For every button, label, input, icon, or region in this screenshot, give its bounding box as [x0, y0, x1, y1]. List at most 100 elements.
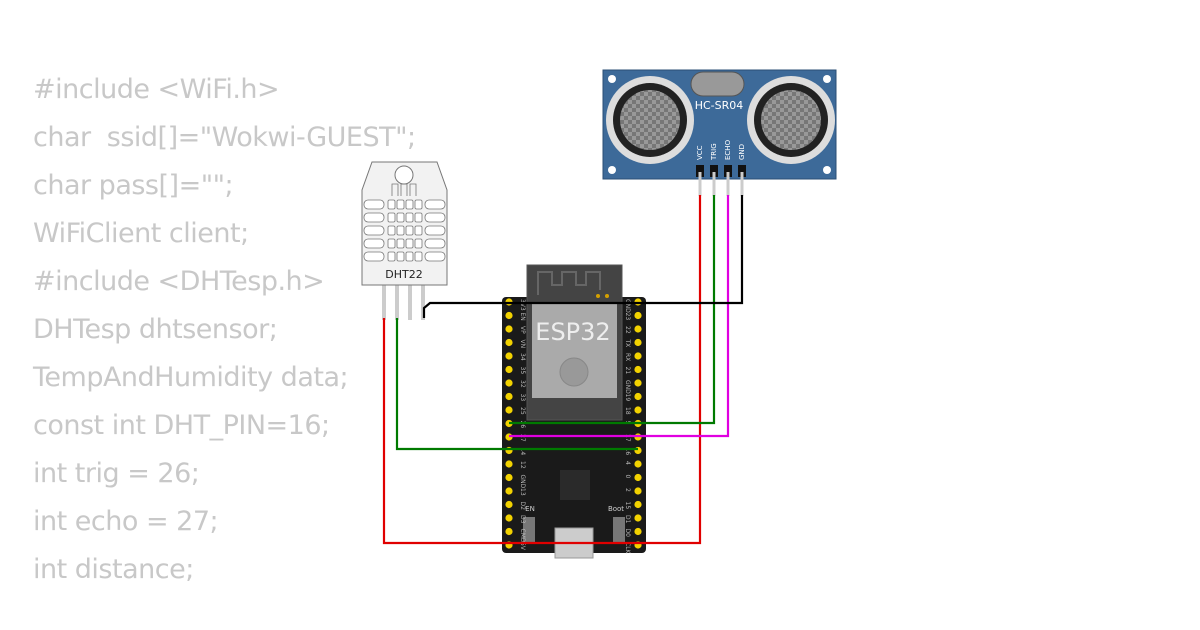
pin-label: 23: [624, 313, 631, 321]
pin-label: GND: [624, 299, 631, 313]
pin-GND[interactable]: [505, 473, 513, 482]
pin-32[interactable]: [505, 379, 513, 387]
hc-pin-label: ECHO: [724, 139, 732, 160]
pin-label: 15: [624, 502, 631, 510]
pin-25[interactable]: [505, 406, 513, 414]
pin-label: RX: [624, 353, 631, 361]
pin-label: CLK: [624, 542, 631, 555]
pin-label: 14: [519, 448, 526, 456]
pin-RX[interactable]: [634, 352, 642, 360]
pin-label: 18: [624, 407, 631, 415]
pin-label: VN: [519, 340, 526, 349]
pin-33[interactable]: [505, 392, 513, 401]
pin-34[interactable]: [505, 352, 513, 360]
dht22-sensor[interactable]: DHT22: [361, 161, 448, 320]
pin-D1[interactable]: [634, 514, 642, 522]
code-line: int trig = 26;: [33, 458, 200, 489]
pin-22[interactable]: [634, 325, 642, 333]
pin-label: 2: [624, 488, 631, 492]
pin-label: 12: [519, 461, 526, 469]
hc-sr04-label: HC-SR04: [695, 99, 744, 112]
pin-label: 21: [624, 367, 631, 375]
pin-18[interactable]: [634, 406, 642, 414]
hc-pin-label: GND: [738, 144, 746, 160]
wires: [382, 195, 744, 545]
pin-35[interactable]: [505, 365, 513, 374]
wire-gnd[interactable]: [422, 195, 744, 318]
pin-label: 5V: [519, 542, 526, 551]
pin-4[interactable]: [634, 460, 642, 468]
pin-CMD[interactable]: [505, 527, 513, 536]
transducer-left: [606, 76, 694, 164]
wire-trig[interactable]: [509, 195, 716, 425]
code-line: char pass[]="";: [33, 170, 234, 201]
pin-label: 33: [519, 394, 526, 402]
pin-VN[interactable]: [505, 338, 513, 347]
pin-label: GND: [519, 475, 526, 489]
code-line: int distance;: [33, 554, 194, 585]
code-line: DHTesp dhtsensor;: [33, 314, 278, 345]
code-line: TempAndHumidity data;: [33, 362, 349, 393]
pin-23[interactable]: [634, 311, 642, 320]
pin-0[interactable]: [634, 473, 642, 482]
pin-label: D2: [519, 502, 526, 511]
pin-15[interactable]: [634, 500, 642, 509]
pin-label: 3V3: [519, 299, 526, 311]
code-line: char ssid[]="Wokwi-GUEST";: [33, 122, 416, 153]
pin-D3[interactable]: [505, 514, 513, 522]
code-line: int echo = 27;: [33, 506, 219, 537]
boot-button[interactable]: [613, 517, 625, 543]
hc-sr04-sensor[interactable]: HC-SR04 VCC TRIG ECHO GND: [602, 69, 837, 196]
pin-19[interactable]: [634, 392, 642, 401]
pin-VP[interactable]: [505, 325, 513, 333]
pin-label: TX: [624, 339, 631, 348]
code-line: WiFiClient client;: [33, 218, 249, 249]
wire-vcc[interactable]: [382, 195, 702, 545]
esp32-label: ESP32: [535, 318, 610, 346]
pin-D2[interactable]: [505, 500, 513, 509]
pin-label: 25: [519, 407, 526, 415]
pin-label: 16: [624, 448, 631, 456]
pin-label: 34: [519, 353, 526, 361]
pin-21[interactable]: [634, 365, 642, 374]
pin-label: 0: [624, 475, 631, 479]
code-line: #include <WiFi.h>: [33, 74, 280, 105]
pin-label: D1: [624, 515, 631, 524]
en-label: EN: [525, 505, 535, 513]
pin-D0[interactable]: [634, 527, 642, 536]
code-line: #include <DHTesp.h>: [33, 266, 325, 297]
pin-label: VP: [519, 326, 526, 334]
pin-label: D0: [624, 529, 631, 538]
pin-EN[interactable]: [505, 311, 513, 320]
code-line: const int DHT_PIN=16;: [33, 410, 330, 441]
pin-TX[interactable]: [634, 338, 642, 347]
pin-12[interactable]: [505, 460, 513, 468]
dht22-label: DHT22: [385, 268, 422, 281]
pin-label: 22: [624, 326, 631, 334]
pin-label: 19: [624, 394, 631, 402]
hc-pin-label: TRIG: [710, 143, 718, 161]
pin-label: 26: [519, 421, 526, 429]
pin-label: 4: [624, 461, 631, 465]
pin-label: GND: [624, 380, 631, 394]
pin-label: 13: [519, 488, 526, 496]
boot-label: Boot: [608, 505, 624, 513]
pin-label: EN: [519, 313, 526, 321]
hc-pin-label: VCC: [696, 145, 704, 160]
pin-GND[interactable]: [634, 379, 642, 387]
pin-2[interactable]: [634, 487, 642, 495]
pin-label: 32: [519, 380, 526, 388]
pin-label: 27: [519, 434, 526, 442]
pin-13[interactable]: [505, 487, 513, 495]
pin-label: 35: [519, 367, 526, 375]
en-button[interactable]: [523, 517, 535, 543]
wire-dht-data[interactable]: [395, 318, 638, 451]
pin-label: 17: [624, 434, 631, 442]
pin-label: CMD: [519, 529, 526, 543]
espressif-logo: [559, 357, 589, 387]
transducer-right: [747, 76, 835, 164]
pin-label: D3: [519, 515, 526, 524]
wire-echo[interactable]: [509, 195, 730, 438]
